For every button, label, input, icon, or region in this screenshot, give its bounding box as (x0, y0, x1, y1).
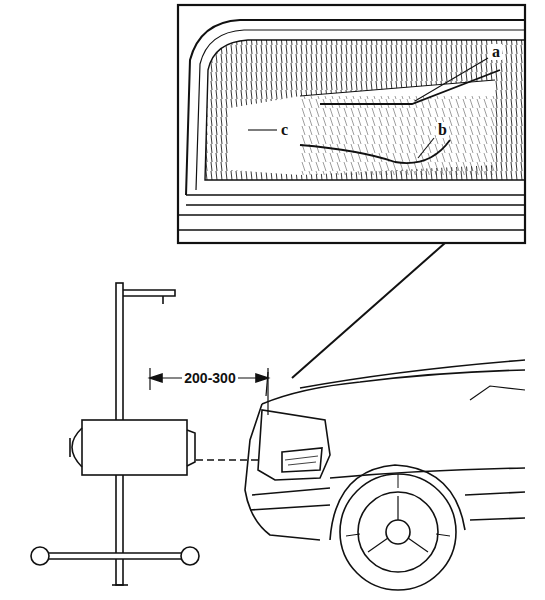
detail-inset (178, 5, 525, 243)
dimension-label: 200-300 (182, 370, 237, 386)
headlight-aimer (31, 283, 199, 585)
callout-letter: c (279, 122, 290, 138)
car-front (245, 360, 525, 590)
callout-letter: a (490, 44, 502, 60)
callout-letter: b (436, 122, 449, 138)
cutoff-line (320, 70, 500, 104)
bright-zone (300, 140, 450, 163)
